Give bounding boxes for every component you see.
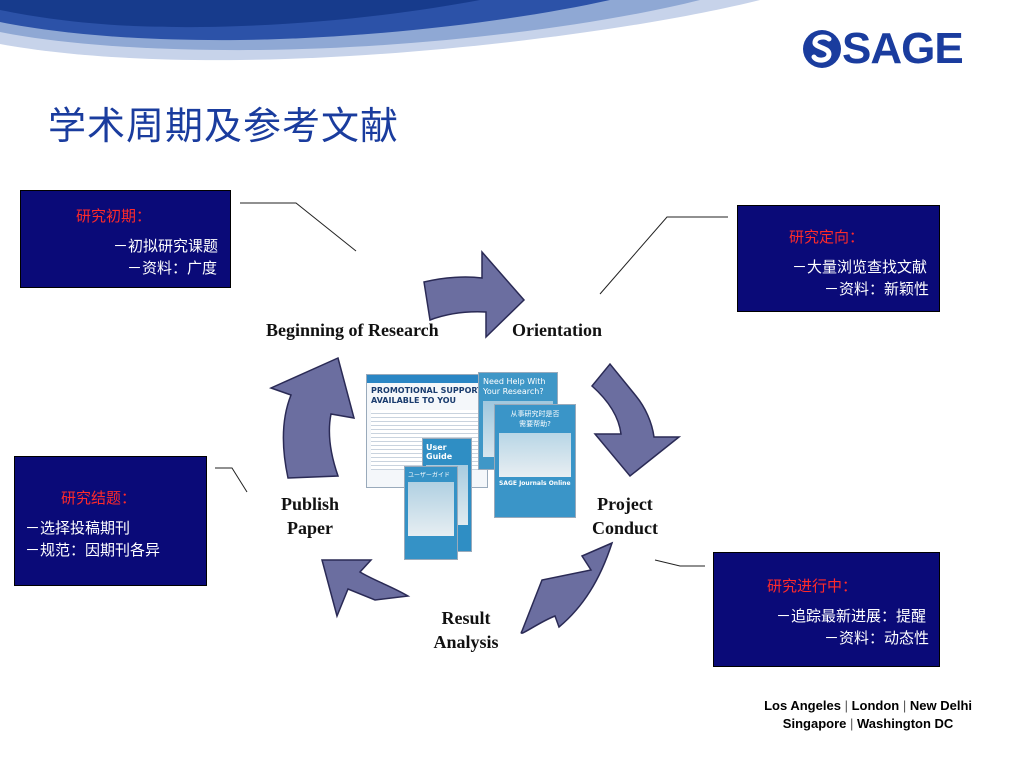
box-beginning-line2: －资料：广度 [126, 259, 217, 277]
stage-publish-line2: Paper [287, 518, 333, 538]
need-help-line2: Your Research? [483, 387, 544, 396]
box-beginning-heading: 研究初期： [76, 207, 152, 225]
box-orientation-line2: －资料：新颖性 [823, 280, 929, 298]
box-progress-line2: －资料：动态性 [823, 629, 929, 647]
box-progress-body: －追踪最新进展：提醒 －资料：动态性 [776, 605, 929, 649]
chinese-help-line1: 从事研究时是否 [510, 410, 560, 418]
arrow-orientation-to-project [590, 362, 682, 478]
info-box-beginning: 研究初期： －初拟研究课题 －资料：广度 [20, 190, 231, 288]
arrow-publish-to-beginning [268, 356, 356, 479]
box-conclusion-heading: 研究结题： [61, 489, 137, 507]
stage-project-conduct: Project Conduct [585, 492, 665, 540]
box-conclusion-line1: －选择投稿期刊 [25, 519, 131, 537]
brochure-chinese: 从事研究时是否 需要帮助? SAGE Journals Online [494, 404, 576, 518]
sage-journals-label: SAGE Journals Online [499, 480, 571, 487]
footer-separator: | [902, 698, 907, 713]
footer-separator: | [850, 716, 854, 731]
box-orientation-heading: 研究定向： [789, 228, 865, 246]
chinese-help-line2: 需要帮助? [519, 420, 551, 428]
stage-orientation: Orientation [512, 320, 602, 340]
footer-separator: | [844, 698, 848, 713]
sage-logo: SAGE [800, 24, 970, 76]
stage-result-line2: Analysis [433, 632, 499, 652]
stage-result-line1: Result [441, 608, 491, 628]
sage-s-circle-icon [803, 30, 841, 68]
brochure-collage: PROMOTIONAL SUPPORT AVAILABLE TO YOU Nee… [364, 372, 580, 560]
chinese-help-title: 从事研究时是否 需要帮助? [499, 409, 571, 429]
brochure-japanese: ユーザーガイド [404, 466, 458, 560]
user-guide-label: User Guide [426, 443, 453, 461]
arrow-result-to-publish [321, 559, 411, 619]
promo-title: PROMOTIONAL SUPPORT AVAILABLE TO YOU [371, 386, 483, 406]
city-washington-dc: Washington DC [857, 716, 954, 731]
city-los-angeles: Los Angeles [764, 698, 841, 713]
slide-title: 学术周期及参考文献 [48, 104, 400, 148]
promo-title-line1: PROMOTIONAL SUPPORT [371, 386, 483, 395]
info-box-progress: 研究进行中： －追踪最新进展：提醒 －资料：动态性 [713, 552, 940, 667]
box-beginning-line1: －初拟研究课题 [112, 237, 218, 255]
stage-beginning-of-research: Beginning of Research [266, 320, 439, 340]
box-progress-heading: 研究进行中： [767, 577, 858, 595]
box-conclusion-line2: －规范：因期刊各异 [25, 541, 161, 559]
need-help-line1: Need Help With [483, 377, 546, 386]
stage-publish-paper: Publish Paper [268, 492, 352, 540]
stage-result-analysis: Result Analysis [424, 606, 508, 654]
box-progress-line1: －追踪最新进展：提醒 [775, 607, 926, 625]
footer-line2: Singapore | Washington DC [764, 715, 972, 733]
footer-line1: Los Angeles | London | New Delhi [764, 697, 972, 715]
city-singapore: Singapore [782, 716, 847, 731]
arrow-beginning-to-orientation [423, 250, 526, 339]
stage-publish-line1: Publish [280, 494, 340, 514]
info-box-conclusion: 研究结题： －选择投稿期刊 －规范：因期刊各异 [14, 456, 207, 586]
city-london: London [851, 698, 900, 713]
arrow-project-to-result [520, 541, 614, 634]
stage-project-line1: Project [597, 494, 653, 514]
box-orientation-line1: －大量浏览查找文献 [791, 258, 927, 276]
sage-logo-text: SAGE [842, 24, 964, 73]
japanese-guide-label: ユーザーガイド [408, 472, 450, 479]
footer-cities: Los Angeles | London | New Delhi Singapo… [764, 697, 972, 733]
box-conclusion-body: －选择投稿期刊 －规范：因期刊各异 [25, 517, 160, 561]
city-new-delhi: New Delhi [909, 698, 972, 713]
box-orientation-body: －大量浏览查找文献 －资料：新颖性 [792, 256, 929, 300]
promo-title-line2: AVAILABLE TO YOU [371, 396, 457, 405]
need-help-title: Need Help With Your Research? [483, 377, 553, 397]
stage-project-line2: Conduct [591, 518, 658, 538]
header-wave-decoration [0, 0, 760, 61]
box-beginning-body: －初拟研究课题 －资料：广度 [113, 235, 218, 279]
info-box-orientation: 研究定向： －大量浏览查找文献 －资料：新颖性 [737, 205, 940, 312]
